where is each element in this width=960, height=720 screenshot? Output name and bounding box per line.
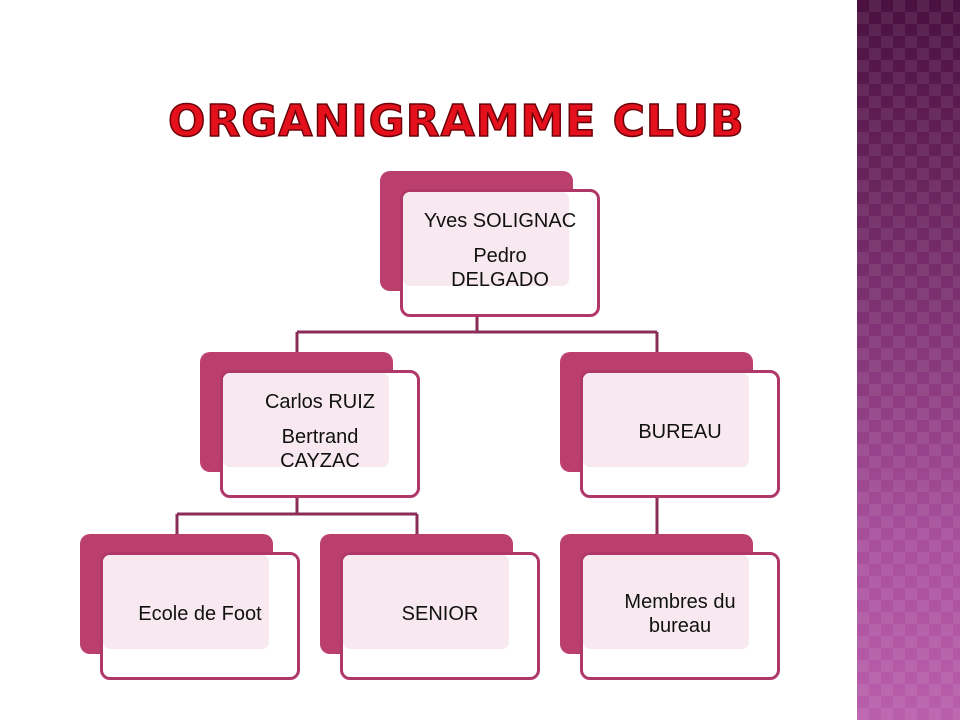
- node-sport-director: Carlos RUIZ Bertrand CAYZAC: [200, 352, 420, 498]
- membres-label-2: bureau: [648, 615, 712, 637]
- president-name-2-last: DELGADO: [451, 269, 549, 292]
- bureau-label: BUREAU: [638, 420, 722, 443]
- president-name-1: Yves SOLIGNAC: [423, 210, 577, 233]
- connector-sport-to-teams: [175, 495, 419, 534]
- membres-label-1: Membres du: [624, 590, 736, 613]
- page-title: ORGANIGRAMME CLUB: [167, 95, 745, 148]
- ecole-label: Ecole de Foot: [138, 602, 262, 625]
- node-bureau: BUREAU: [560, 352, 780, 498]
- node-ecole-de-foot: Ecole de Foot: [80, 534, 300, 680]
- decorative-side-band: [857, 0, 960, 720]
- connector-president-to-level2: [295, 313, 659, 352]
- president-name-2-first: Pedro: [473, 244, 527, 267]
- node-president: Yves SOLIGNAC Pedro DELGADO: [380, 171, 600, 317]
- sport-name-2-last: CAYZAC: [280, 450, 360, 473]
- sport-name-1: Carlos RUIZ: [264, 391, 375, 414]
- node-membres-du-bureau: Membres du bureau: [560, 534, 780, 680]
- node-senior: SENIOR: [320, 534, 540, 680]
- senior-label: SENIOR: [401, 602, 479, 625]
- sport-name-2-first: Bertrand: [281, 425, 359, 448]
